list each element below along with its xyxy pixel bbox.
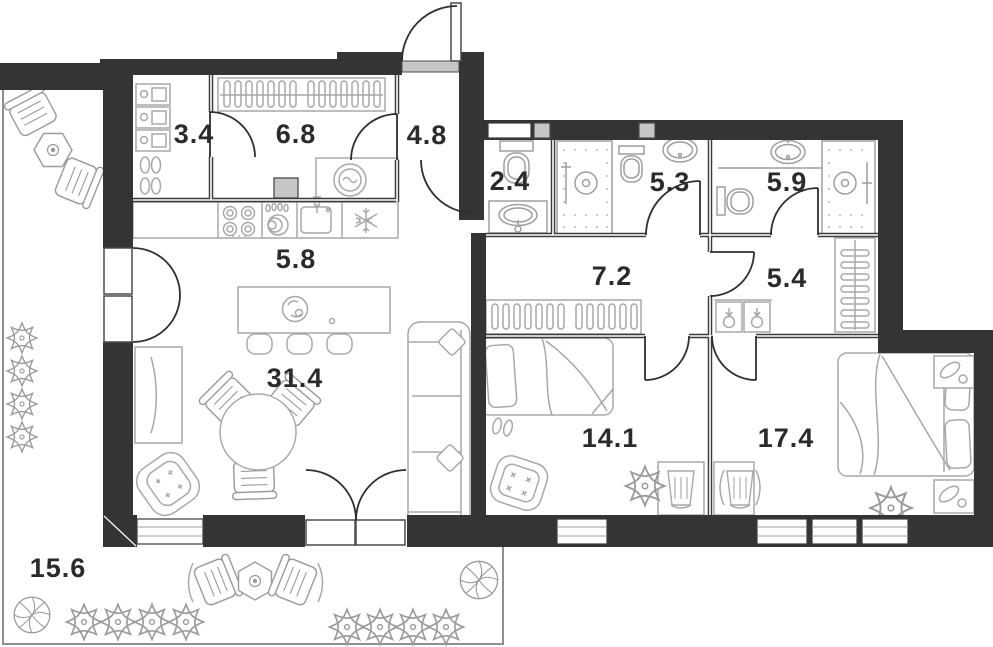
room-label-bedroom2: 17.4 — [758, 423, 815, 453]
dishwasher-icon — [265, 202, 289, 236]
room-label-terrace: 15.6 — [30, 553, 87, 583]
bar-stool-icon — [246, 333, 273, 355]
windows — [136, 518, 909, 545]
interior-walls — [133, 75, 878, 515]
balcony-door-icon — [103, 247, 181, 343]
vent-box — [487, 122, 532, 139]
desk-chair-icon — [726, 470, 754, 509]
room-label-living: 31.4 — [267, 363, 324, 393]
door-arc — [709, 251, 755, 297]
double-bed-icon — [837, 352, 975, 514]
window-icon — [861, 518, 909, 545]
window-icon — [756, 518, 808, 545]
fridge-snowflake-icon — [354, 208, 378, 233]
room-label-entrance: 4.8 — [407, 120, 448, 150]
door-arc — [420, 159, 475, 214]
bar-stool-icon — [286, 333, 313, 355]
outdoor-chair-icon — [191, 552, 245, 610]
desk-icon — [713, 461, 761, 516]
toilet-icon — [499, 140, 534, 184]
interior-furniture — [132, 77, 975, 539]
window-icon — [811, 518, 858, 545]
room-label-corridor: 7.2 — [592, 261, 633, 291]
washing-machine-icon — [273, 157, 399, 203]
room-label-shower: 5.9 — [767, 167, 808, 197]
coat-rack-icon — [217, 77, 386, 112]
kitchen-counter — [132, 196, 399, 239]
cabinet-icon — [134, 346, 183, 444]
door-arc — [711, 335, 757, 381]
window-icon — [136, 518, 204, 545]
kitchen-sink-icon — [300, 196, 332, 234]
toilet-icon — [716, 186, 754, 216]
single-bed-icon — [479, 337, 614, 437]
desk-chair-icon — [667, 470, 695, 509]
outdoor-chair-icon — [266, 552, 320, 610]
room-label-bedroom1: 14.1 — [582, 423, 639, 453]
room-labels: 3.4 6.8 4.8 2.4 5.3 5.9 5.8 7.2 5.4 31.4… — [30, 119, 815, 583]
armchair-icon — [135, 451, 201, 517]
room-label-bathroom: 5.3 — [650, 167, 691, 197]
sofa-icon — [407, 321, 471, 533]
bar-counter-icon — [237, 286, 391, 355]
washbasin-icon — [718, 136, 822, 169]
wardrobe-icon — [834, 237, 876, 333]
shower-icon — [556, 140, 613, 235]
bar-stool-icon — [326, 333, 353, 355]
washbasin-icon — [488, 200, 548, 234]
outdoor-chair-icon — [2, 83, 61, 140]
outdoor-table-icon — [237, 561, 273, 601]
window-icon — [556, 518, 608, 545]
door-arc — [645, 180, 701, 236]
exterior-walls — [0, 52, 993, 547]
cooktop-icon — [222, 205, 256, 237]
wardrobe-icon — [135, 83, 171, 195]
room-label-dressing: 3.4 — [174, 119, 215, 149]
entrance-door-icon — [401, 2, 462, 73]
toilet-icon — [618, 145, 645, 183]
room-label-kitchen: 5.8 — [276, 244, 317, 274]
door-arc — [770, 187, 819, 236]
shaft-icon — [533, 122, 551, 139]
door-arc — [644, 335, 690, 381]
dining-table-icon — [197, 369, 323, 501]
terrace-area — [0, 83, 504, 647]
armchair-icon — [489, 455, 549, 511]
shower-icon — [821, 140, 876, 235]
wardrobe-icon — [485, 299, 642, 335]
room-label-storage: 6.8 — [276, 119, 317, 149]
doors — [103, 2, 819, 546]
balcony-door-icon — [305, 469, 407, 546]
room-label-wc: 2.4 — [490, 166, 531, 196]
door-arc — [350, 113, 398, 161]
shaft-icon — [638, 122, 656, 139]
washing-machine-icon — [714, 299, 772, 333]
door-arc — [209, 111, 256, 158]
desk-icon — [657, 461, 705, 516]
room-label-hall: 5.4 — [767, 263, 808, 293]
